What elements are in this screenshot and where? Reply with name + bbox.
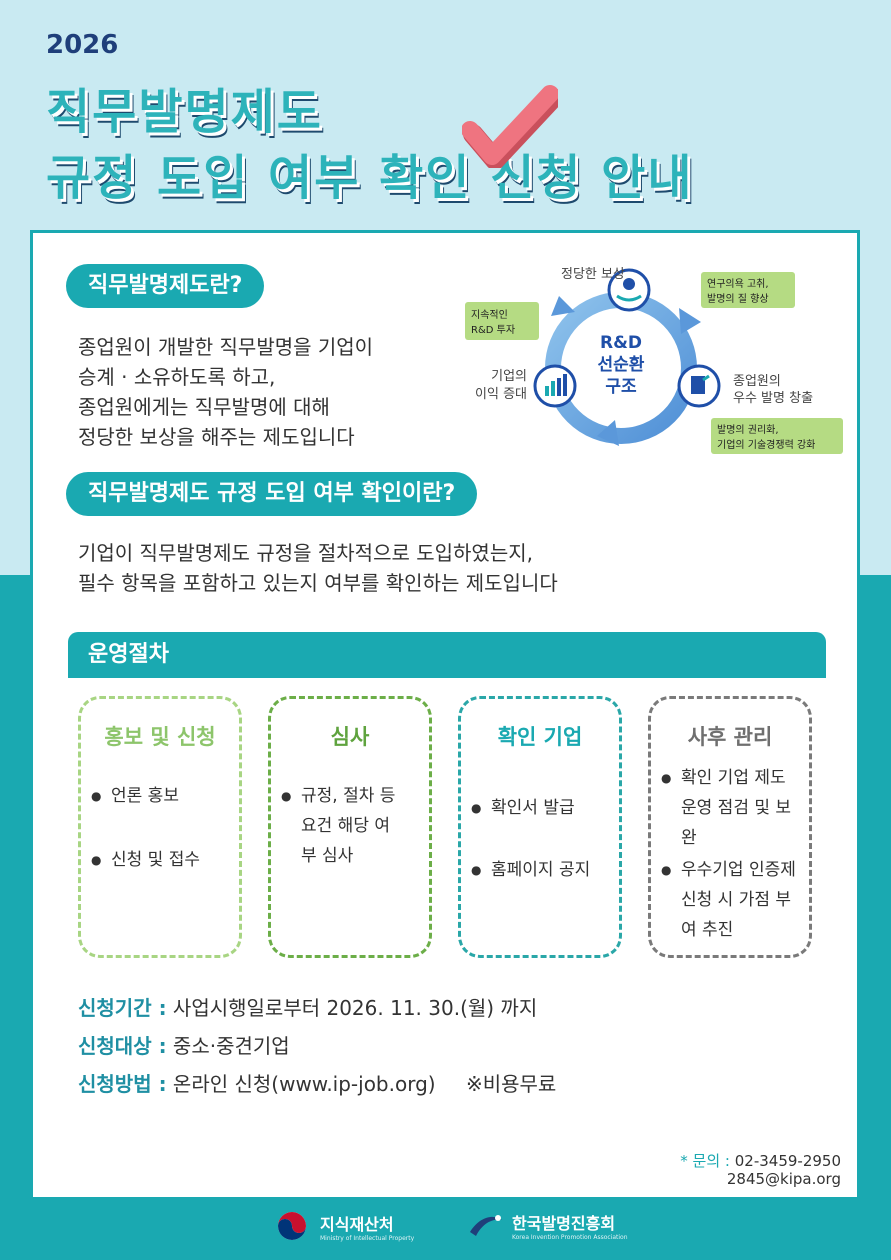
section-heading-what-is: 직무발명제도란? [66,264,265,308]
ministry-subname: Ministry of Intellectual Property [320,1234,415,1242]
section2-description: 기업이 직무발명제도 규정을 절차적으로 도입하였는지, 필수 항목을 포함하고… [78,538,558,598]
taegeuk-icon [278,1212,306,1240]
svg-text:연구의욕 고취,: 연구의욕 고취, [707,278,769,290]
compensation-icon [607,268,651,312]
svg-text:기업의 기술경쟁력 강화: 기업의 기술경쟁력 강화 [717,438,815,451]
section1-line: 정당한 보상을 해주는 제도입니다 [78,425,355,449]
section1-line: 승계 · 소유하도록 하고, [78,365,276,389]
step-item: 확인서 발급 [471,793,615,823]
method-label: 신청방법 : [78,1072,167,1096]
step-item: 확인 기업 제도 운영 점검 및 보완 [661,763,805,853]
svg-text:지속적인: 지속적인 [471,309,508,321]
procedure-step-aftercare: 사후 관리 확인 기업 제도 운영 점검 및 보완 우수기업 인증제 신청 시 … [648,696,812,958]
period-value: 사업시행일로부터 2026. 11. 30.(월) 까지 [172,996,538,1020]
kipa-swoosh-icon [470,1214,502,1236]
svg-text:발명의 질 향상: 발명의 질 향상 [707,293,769,305]
kipa-subname: Korea Invention Promotion Association [512,1234,628,1241]
contact-label: * 문의 : [680,1152,730,1170]
diagram-center-line: 구조 [605,377,637,397]
section1-line: 종업원에게는 직무발명에 대해 [78,395,330,419]
diagram-center-line: R&D [600,333,642,353]
step-item: 신청 및 접수 [91,845,235,875]
checkmark-icon [462,85,558,168]
step-title: 확인 기업 [497,725,583,749]
section2-line: 기업이 직무발명제도 규정을 절차적으로 도입하였는지, [78,541,533,565]
step-title: 홍보 및 신청 [104,725,216,749]
step-title: 심사 [330,725,370,749]
period-label: 신청기간 : [78,996,167,1020]
cycle-arrowhead [679,308,701,334]
logo-ministry: 지식재산처 Ministry of Intellectual Property [272,1210,414,1242]
target-label: 신청대상 : [78,1034,167,1058]
tag-top-left: 지속적인 R&D 투자 [465,302,539,340]
step-item: 언론 홍보 [91,781,235,811]
diagram-center-line: 선순환 [598,355,645,375]
step-item: 우수기업 인증제 신청 시 가점 부여 추진 [661,855,805,945]
diagram-label-top: 정당한 보상 [561,267,625,282]
contact-phone: * 문의 : 02-3459-2950 [680,1150,841,1171]
procedure-step-promotion: 홍보 및 신청 언론 홍보 신청 및 접수 [78,696,242,958]
contact-email[interactable]: 2845@kipa.org [726,1170,841,1188]
rnd-cycle-diagram: R&D 선순환 구조 정당한 보상 종업원의 우수 발명 창출 기업의 이익 증… [465,267,843,454]
procedure-header-bar: 운영절차 [68,632,826,678]
ministry-name: 지식재산처 [320,1214,394,1234]
step-title: 사후 관리 [687,725,773,749]
diagram-label-left: 기업의 [491,369,527,384]
svg-text:R&D 투자: R&D 투자 [471,324,515,336]
page-title-line2: 규정 도입 여부 확인 신청 안내 [46,150,694,206]
kipa-name: 한국발명진흥회 [512,1214,616,1233]
section2-line: 필수 항목을 포함하고 있는지 여부를 확인하는 제도입니다 [78,571,558,595]
method-value[interactable]: 온라인 신청(www.ip-job.org) [172,1072,436,1096]
procedure-heading: 운영절차 [88,642,169,667]
svg-text:발명의 권리화,: 발명의 권리화, [717,424,779,436]
application-target: 신청대상 : 중소·중견기업 [78,1030,290,1059]
diagram-label-left: 이익 증대 [475,387,527,402]
section-heading-confirmation: 직무발명제도 규정 도입 여부 확인이란? [66,472,478,516]
target-value: 중소·중견기업 [172,1034,290,1058]
application-period: 신청기간 : 사업시행일로부터 2026. 11. 30.(월) 까지 [78,992,537,1021]
procedure-step-review: 심사 규정, 절차 등 요건 해당 여부 심사 [268,696,432,958]
year-label: 2026 [46,30,119,60]
contact-phone-value: 02-3459-2950 [734,1152,841,1170]
tag-bottom-right: 발명의 권리화, 기업의 기술경쟁력 강화 [711,418,843,454]
diagram-label-right: 우수 발명 창출 [733,391,813,406]
cycle-arrowhead [551,296,575,316]
application-method: 신청방법 : 온라인 신청(www.ip-job.org) ※비용무료 [78,1068,556,1097]
page-title-line1: 직무발명제도 [46,84,323,140]
content-card [30,230,860,1200]
cycle-arrowhead [597,420,619,446]
section1-line: 종업원이 개발한 직무발명을 기업이 [78,335,374,359]
profit-chart-icon [533,364,577,408]
diagram-label-right: 종업원의 [733,374,781,389]
section1-description: 종업원이 개발한 직무발명을 기업이 승계 · 소유하도록 하고, 종업원에게는… [78,332,373,452]
logo-kipa: 한국발명진흥회 Korea Invention Promotion Associ… [468,1210,628,1241]
method-note: ※비용무료 [465,1072,557,1096]
invention-icon [677,364,721,408]
procedure-step-confirmed: 확인 기업 확인서 발급 홈페이지 공지 [458,696,622,958]
tag-top-right: 연구의욕 고취, 발명의 질 향상 [701,272,795,308]
step-item: 홈페이지 공지 [471,855,615,885]
step-item: 규정, 절차 등 요건 해당 여부 심사 [281,781,401,871]
